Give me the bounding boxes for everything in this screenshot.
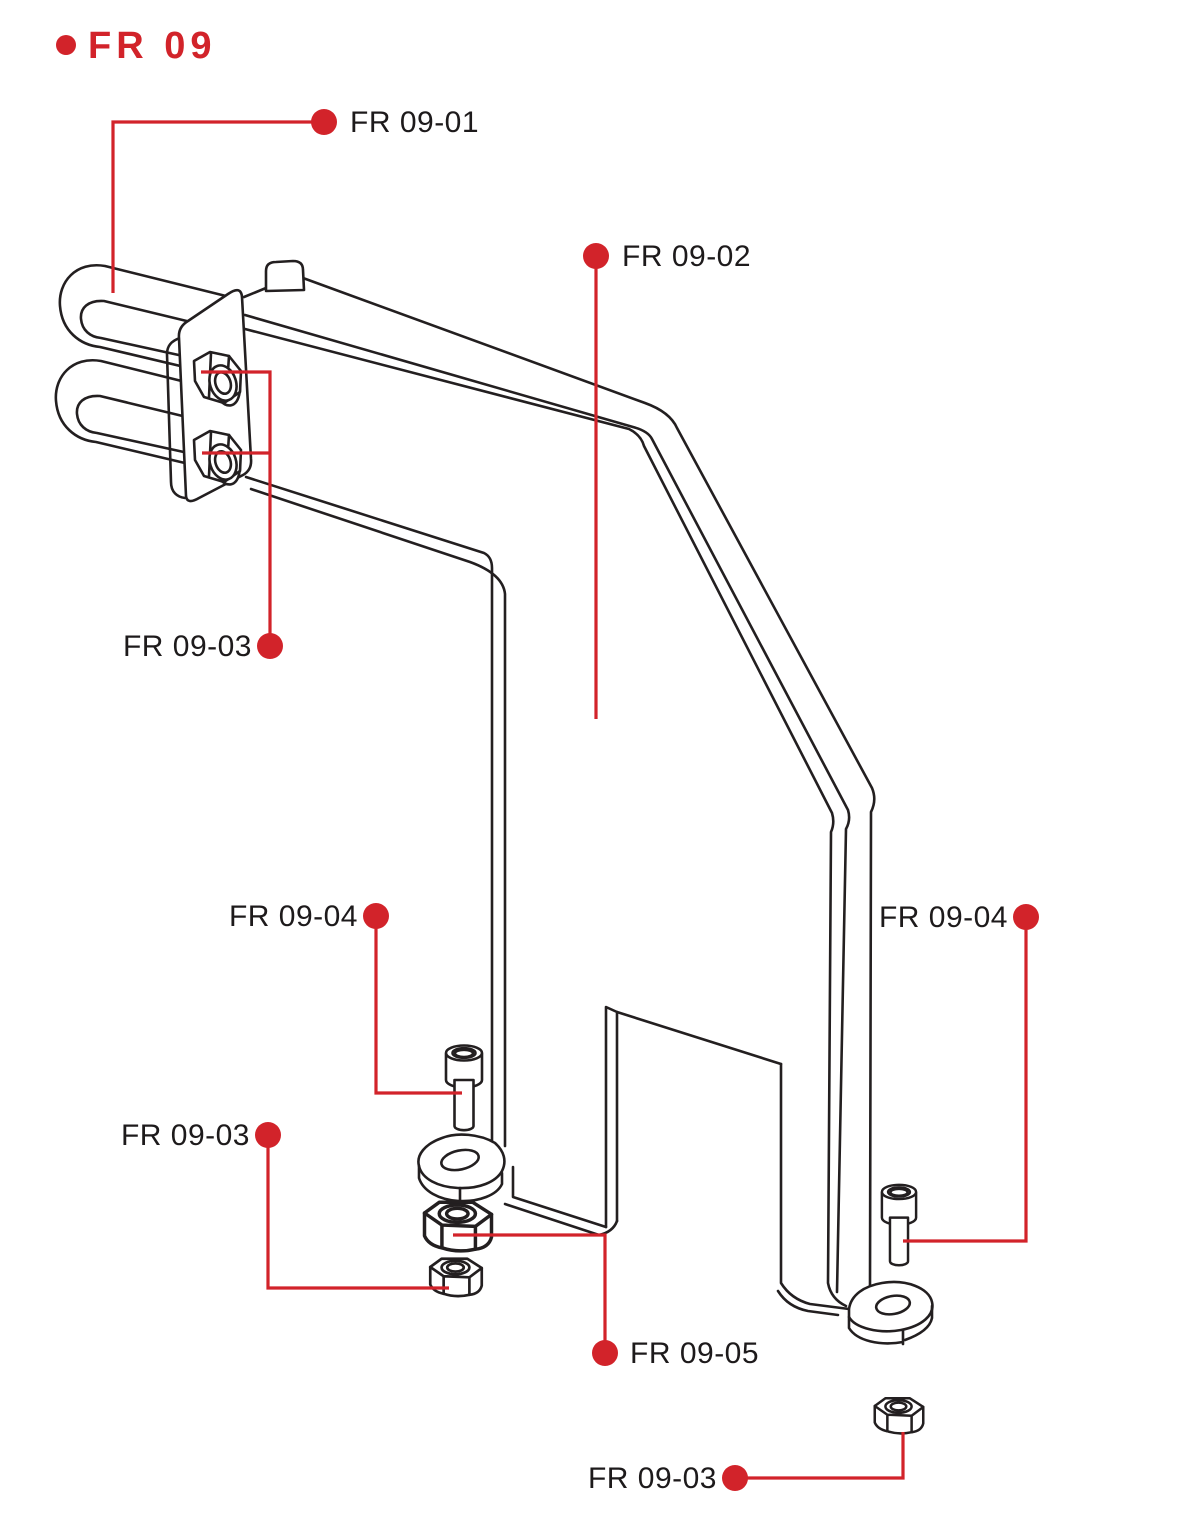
callout-dot xyxy=(363,903,389,929)
callout-dot xyxy=(257,633,283,659)
lug-thickness xyxy=(847,1304,934,1346)
u-bolt-bottom-outer-edge xyxy=(54,358,236,470)
callout-dot xyxy=(311,109,337,135)
callout-label: FR 09-04 xyxy=(879,901,1008,934)
callout-dot xyxy=(1013,904,1039,930)
socket-bolt-right-drawing xyxy=(880,1183,918,1267)
lug-hole xyxy=(874,1294,912,1316)
bracket-tab-drawing xyxy=(264,259,306,293)
page-title-text: FR 09 xyxy=(88,25,216,67)
u-bolt-top-inner-edge xyxy=(79,299,230,363)
leader-line xyxy=(266,1135,449,1290)
callout-dot xyxy=(255,1122,281,1148)
line-art-layer xyxy=(54,259,934,1435)
bracket-back-edge xyxy=(242,276,876,1288)
leader-line xyxy=(735,1432,905,1480)
bracket-cutout-thickness-edge xyxy=(249,487,507,1148)
lug-hole xyxy=(440,1148,480,1172)
bracket-left-leg-bottom xyxy=(503,1165,619,1237)
plate-side-band xyxy=(165,336,187,500)
title-bullet-dot xyxy=(56,35,76,55)
leader-line xyxy=(374,916,462,1095)
leader-line xyxy=(453,1233,607,1353)
mounting-lug-right-drawing xyxy=(847,1280,934,1346)
callout-label: FR 09-01 xyxy=(350,106,479,139)
bracket-notch-left-edge xyxy=(604,1005,619,1229)
bracket-front-edge xyxy=(243,327,848,1308)
bracket-cutout-front-edge xyxy=(244,475,494,1143)
leader-line xyxy=(111,120,324,293)
leader-line xyxy=(201,370,272,646)
clamp-plate-drawing xyxy=(165,288,253,503)
callout-dots-layer xyxy=(255,109,1039,1491)
page-title: FR 09 xyxy=(56,25,216,67)
bracket-bottom-thickness-edge xyxy=(776,1289,840,1317)
hex-nut-bottom-right-drawing xyxy=(873,1396,925,1435)
mounting-lug-left-drawing xyxy=(417,1133,506,1203)
callout-label: FR 09-02 xyxy=(622,240,751,273)
u-bolt-drawing xyxy=(54,263,240,470)
hex-nut-fr-09-05-drawing xyxy=(422,1200,494,1253)
bracket-frame-drawing xyxy=(242,276,876,1317)
bracket-notch-top-edge xyxy=(615,1010,783,1066)
callout-label: FR 09-03 xyxy=(121,1119,250,1152)
u-bolt-top-outer-edge xyxy=(58,263,240,375)
u-bolt-bottom-inner-edge xyxy=(75,394,226,458)
bracket-notch-right-edge xyxy=(779,1062,851,1311)
leader-lines-layer xyxy=(111,120,1028,1480)
callout-label: FR 09-03 xyxy=(588,1462,717,1495)
callout-dot xyxy=(583,243,609,269)
callout-label: FR 09-04 xyxy=(229,900,358,933)
socket-bolt-left-drawing xyxy=(444,1044,484,1132)
hex-nut-left-drawing xyxy=(428,1257,484,1298)
callout-dot xyxy=(592,1340,618,1366)
labels-layer: FR 09-01 FR 09-02 FR 09-03 FR 09-04 FR 0… xyxy=(121,106,1008,1495)
callout-label: FR 09-03 xyxy=(123,630,252,663)
callout-label: FR 09-05 xyxy=(630,1337,759,1370)
callout-dot xyxy=(722,1465,748,1491)
leader-line xyxy=(903,917,1028,1243)
bracket-middle-edge xyxy=(243,313,851,1294)
